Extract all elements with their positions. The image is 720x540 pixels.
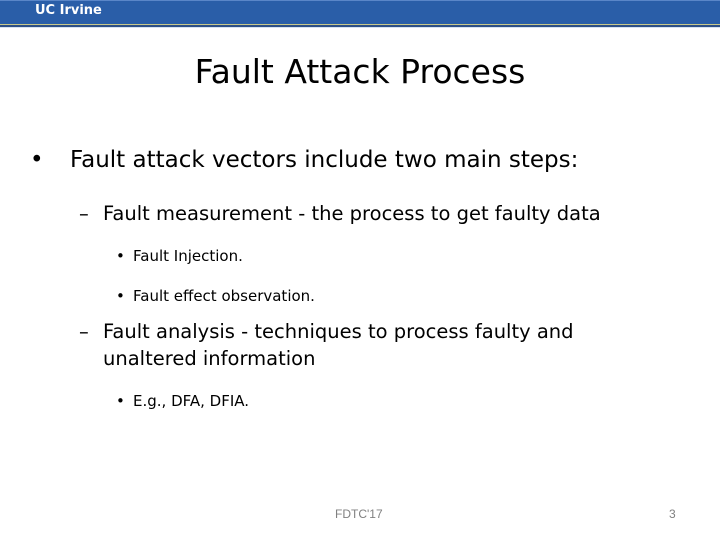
bullet-icon: • xyxy=(116,247,125,265)
slide-title: Fault Attack Process xyxy=(194,52,526,91)
header-dark-line xyxy=(0,25,720,27)
bullet-text: E.g., DFA, DFIA. xyxy=(133,392,250,410)
uc-irvine-logo: UC Irvine xyxy=(35,3,102,18)
bullet-text-line2: unaltered information xyxy=(103,347,316,370)
header-accent-line xyxy=(0,24,720,25)
header-band xyxy=(0,0,720,24)
dash-icon: – xyxy=(79,202,89,225)
bullet-icon: • xyxy=(116,392,125,410)
page-number: 3 xyxy=(669,507,676,521)
bullet-text: Fault effect observation. xyxy=(133,287,315,305)
bullet-icon: • xyxy=(30,147,44,173)
bullet-icon: • xyxy=(116,287,125,305)
bullet-text: Fault Injection. xyxy=(133,247,243,265)
header-light-line xyxy=(0,27,720,28)
bullet-text: Fault measurement - the process to get f… xyxy=(103,202,601,225)
footer-conference: FDTC'17 xyxy=(335,507,383,521)
header-bar: UC Irvine xyxy=(0,0,720,28)
bullet-text-line1: Fault analysis - techniques to process f… xyxy=(103,320,574,343)
dash-icon: – xyxy=(79,320,89,343)
bullet-text: Fault attack vectors include two main st… xyxy=(70,147,579,173)
